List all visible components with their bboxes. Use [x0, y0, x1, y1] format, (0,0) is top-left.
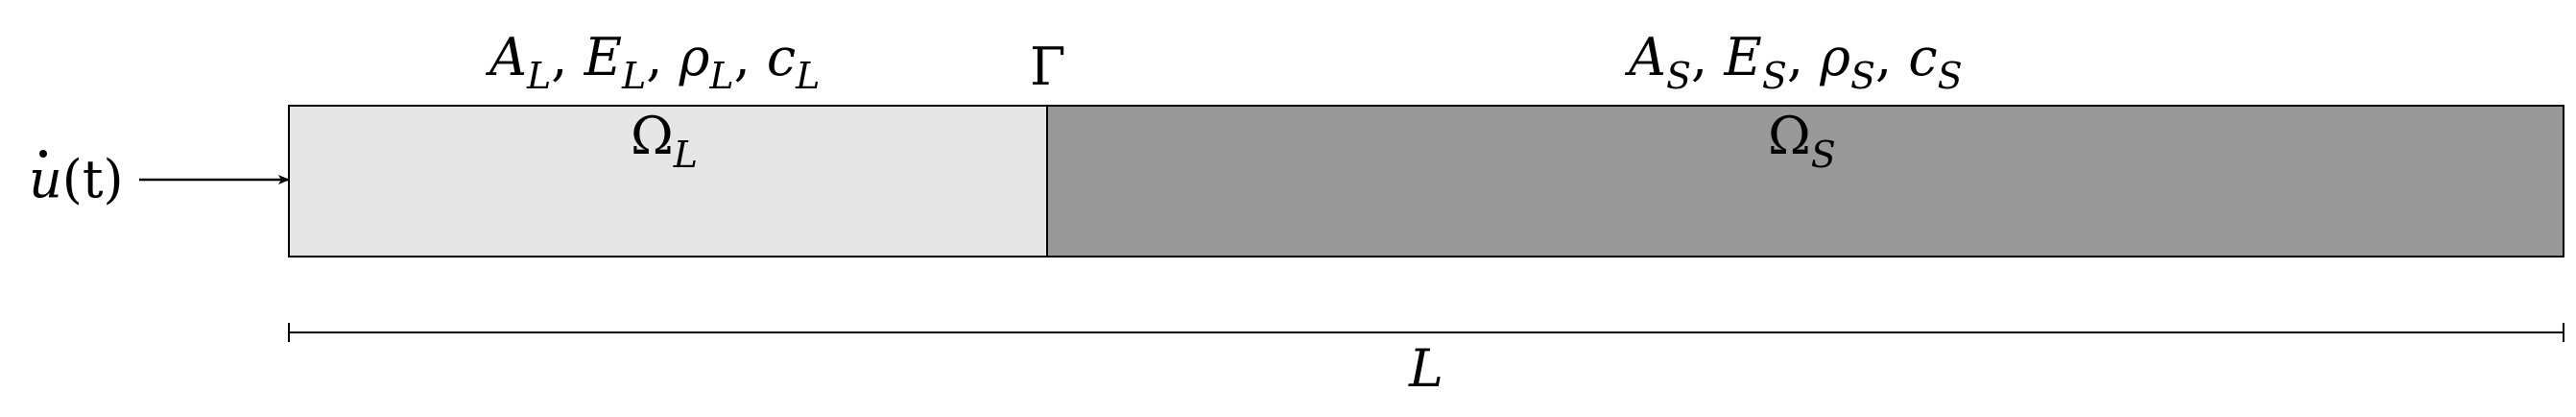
domain-right-rect	[1046, 105, 2564, 258]
right-prop-area: A	[1624, 27, 1666, 87]
length-label: L	[1408, 338, 1443, 399]
svg-text:u(t): u(t)	[29, 149, 124, 209]
right-domain-name: ΩS	[1768, 106, 1836, 176]
length-dimension	[288, 323, 2564, 342]
input-symbol: u	[29, 149, 62, 209]
domain-left-rect	[288, 105, 1048, 258]
left-domain-name: ΩL	[631, 106, 698, 176]
left-prop-modulus: E	[584, 27, 622, 87]
input-velocity-label: u(t)	[29, 149, 124, 209]
input-argument: (t)	[62, 149, 124, 209]
right-prop-density: ρ	[1819, 27, 1850, 87]
right-prop-modulus: E	[1723, 27, 1761, 87]
left-prop-density: ρ	[679, 27, 710, 87]
left-properties-label: AL, EL, ρL, cL	[485, 27, 820, 97]
left-prop-wavespeed: c	[767, 27, 796, 87]
right-prop-wavespeed: c	[1908, 27, 1937, 87]
interface-label: Γ	[1030, 37, 1065, 97]
right-properties-label: AS, ES, ρS, cS	[1624, 27, 1963, 97]
left-prop-area: A	[485, 27, 527, 87]
time-derivative-dot	[39, 150, 47, 158]
